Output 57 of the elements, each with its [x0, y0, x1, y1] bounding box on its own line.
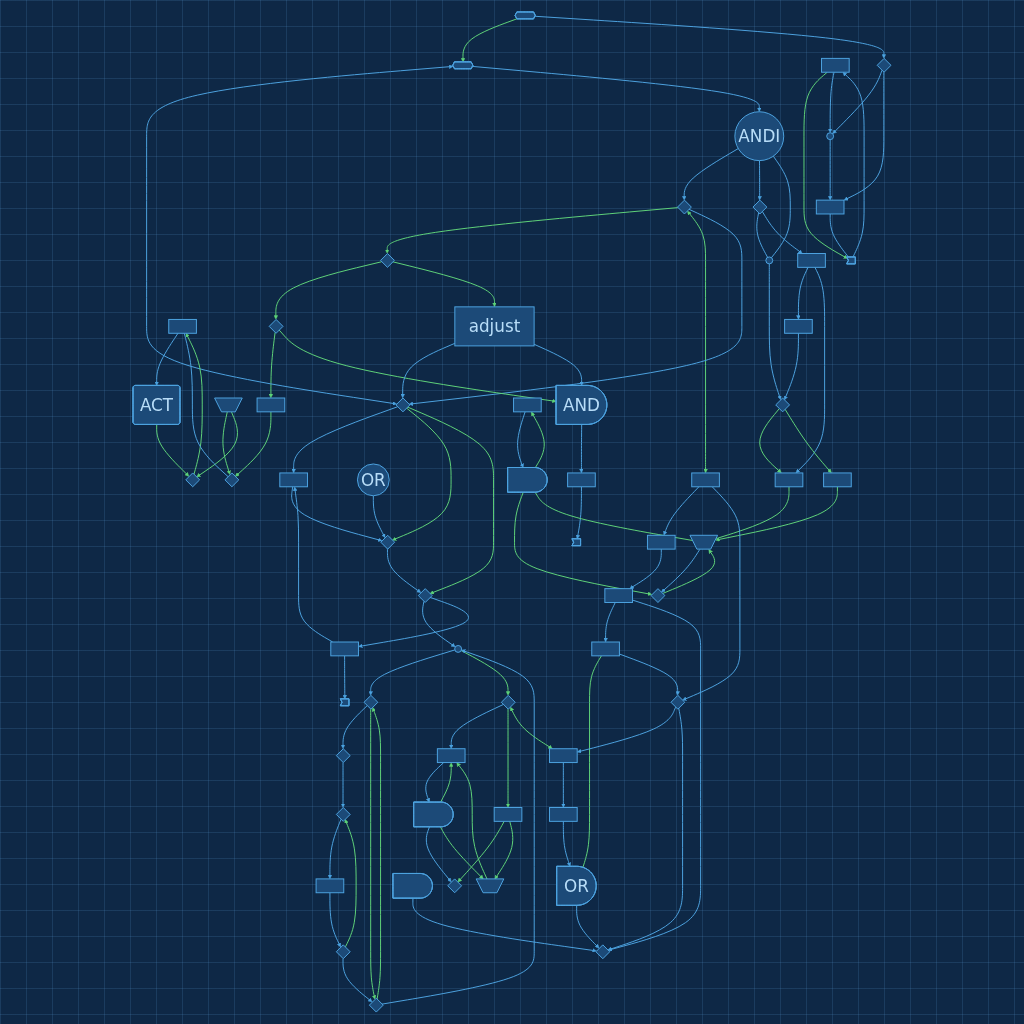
connector [582, 655, 602, 868]
node-circle [454, 644, 463, 653]
node-diamond [447, 878, 463, 894]
node-box: adjust [454, 306, 535, 347]
node-diamond [775, 397, 791, 413]
node-diamond [595, 944, 611, 960]
node-circle: OR [356, 463, 390, 497]
node-diamond [368, 997, 384, 1013]
node-bar [774, 472, 804, 488]
node-trapezoid [214, 397, 243, 413]
node-diamond [335, 748, 351, 764]
node-diamond [363, 694, 379, 710]
node-box [646, 534, 676, 550]
node-box [549, 748, 578, 764]
node-diamond [752, 199, 768, 215]
node-circle: ANDI [734, 111, 785, 162]
node-diamond [500, 694, 516, 710]
node-box [513, 397, 542, 413]
node-box [797, 253, 826, 268]
node-box [279, 472, 308, 488]
node-box [691, 472, 720, 488]
node-diamond [876, 57, 892, 73]
node-box [493, 807, 523, 822]
node-box [823, 472, 852, 488]
node-diamond [335, 944, 351, 960]
node-diamond [670, 694, 686, 710]
node-diamond [185, 472, 201, 488]
node-diamond [417, 588, 433, 603]
connector [756, 212, 769, 258]
node-box [821, 57, 850, 73]
node-trapezoid [689, 534, 719, 550]
node-diamond [650, 588, 666, 603]
node-box [168, 318, 197, 334]
node-box [330, 641, 359, 657]
node-box [784, 318, 813, 334]
node-circle [826, 132, 835, 141]
node-diamond [224, 472, 240, 488]
node-box [604, 588, 633, 603]
node-diamond [395, 397, 411, 413]
node-box [549, 807, 578, 822]
node-diamond [677, 199, 692, 215]
node-diamond [380, 534, 396, 550]
connector [829, 213, 850, 258]
node-box [815, 199, 845, 215]
node-box [256, 397, 286, 413]
connector [770, 155, 791, 259]
connector [534, 491, 694, 541]
node-box [436, 748, 466, 764]
node-box [591, 641, 620, 657]
node-box [315, 878, 345, 894]
node-circle [765, 256, 774, 265]
node-trapezoid [475, 878, 505, 894]
node-diamond [335, 807, 351, 822]
connector [715, 486, 790, 540]
node-box [567, 472, 596, 488]
node-diamond [380, 253, 395, 268]
node-diamond [268, 318, 284, 334]
